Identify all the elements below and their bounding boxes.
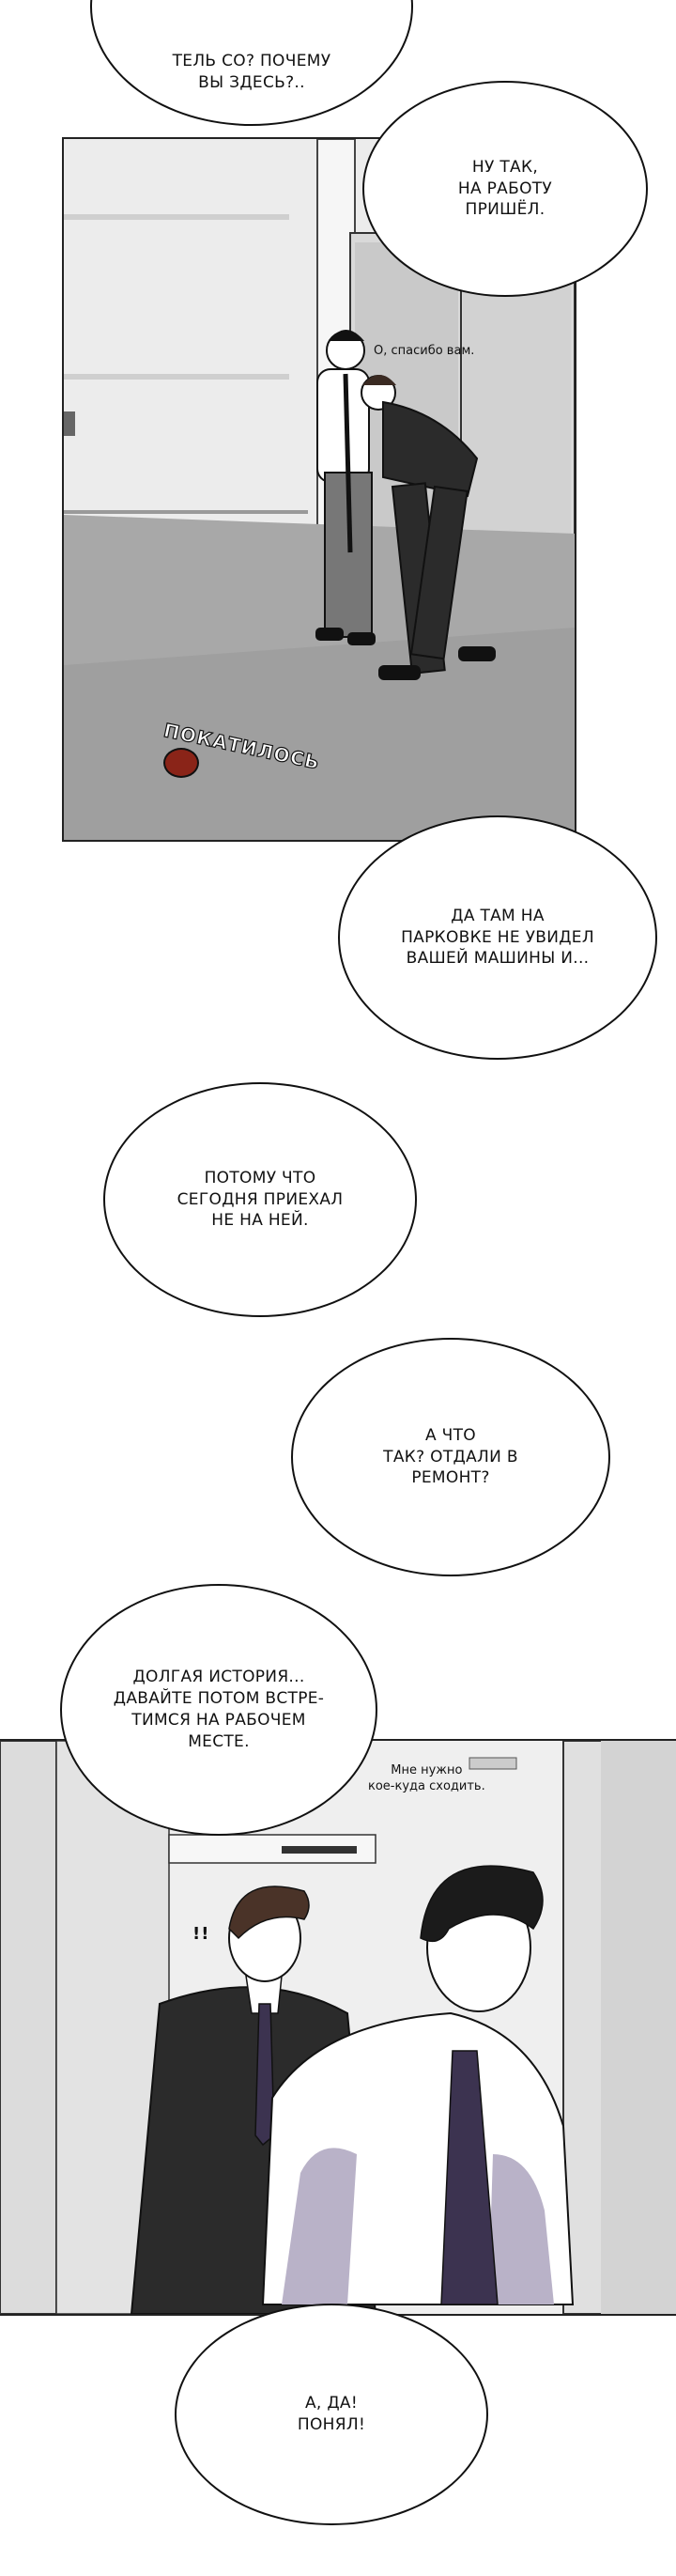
speech-text-3: ДА ТАМ НА ПАРКОВКЕ НЕ УВИДЕЛ ВАШЕЙ МАШИН… [401,906,594,969]
speech-bubble-4: ПОТОМУ ЧТО СЕГОДНЯ ПРИЕХАЛ НЕ НА НЕЙ. [103,1082,417,1317]
speech-text-4: ПОТОМУ ЧТО СЕГОДНЯ ПРИЕХАЛ НЕ НА НЕЙ. [177,1168,344,1231]
apple-item [163,748,199,778]
speech-bubble-7: А, ДА! ПОНЯЛ! [175,2304,488,2525]
elevator-illustration [0,1741,676,2314]
speech-text-6: ДОЛГАЯ ИСТОРИЯ... ДАВАЙТЕ ПОТОМ ВСТРЕ- Т… [113,1668,325,1751]
hallway-illustration [64,139,575,840]
thanks-caption: О, спасибо вам. [374,344,475,358]
speech-text-2: НУ ТАК, НА РАБОТУ ПРИШЁЛ. [457,157,553,220]
speech-bubble-2: НУ ТАК, НА РАБОТУ ПРИШЁЛ. [362,81,648,297]
panel-elevator: Мне нужно кое-куда сходить. !! [0,1739,676,2316]
speech-text-5: А ЧТО ТАК? ОТДАЛИ В РЕМОНТ? [383,1425,518,1488]
speech-text-7: А, ДА! ПОНЯЛ! [297,2394,366,2434]
speech-bubble-6: ДОЛГАЯ ИСТОРИЯ... ДАВАЙТЕ ПОТОМ ВСТРЕ- Т… [60,1584,377,1836]
speech-text-1: ТЕЛЬ СО? ПОЧЕМУ ВЫ ЗДЕСЬ?.. [172,52,331,92]
speech-bubble-5: А ЧТО ТАК? ОТДАЛИ В РЕМОНТ? [291,1338,610,1576]
speech-bubble-1: ТЕЛЬ СО? ПОЧЕМУ ВЫ ЗДЕСЬ?.. [90,0,413,126]
need-go-caption: Мне нужно кое-куда сходить. [368,1763,485,1793]
speech-bubble-3: ДА ТАМ НА ПАРКОВКЕ НЕ УВИДЕЛ ВАШЕЙ МАШИН… [338,815,657,1060]
sfx-exclaim: !! [192,1924,210,1944]
